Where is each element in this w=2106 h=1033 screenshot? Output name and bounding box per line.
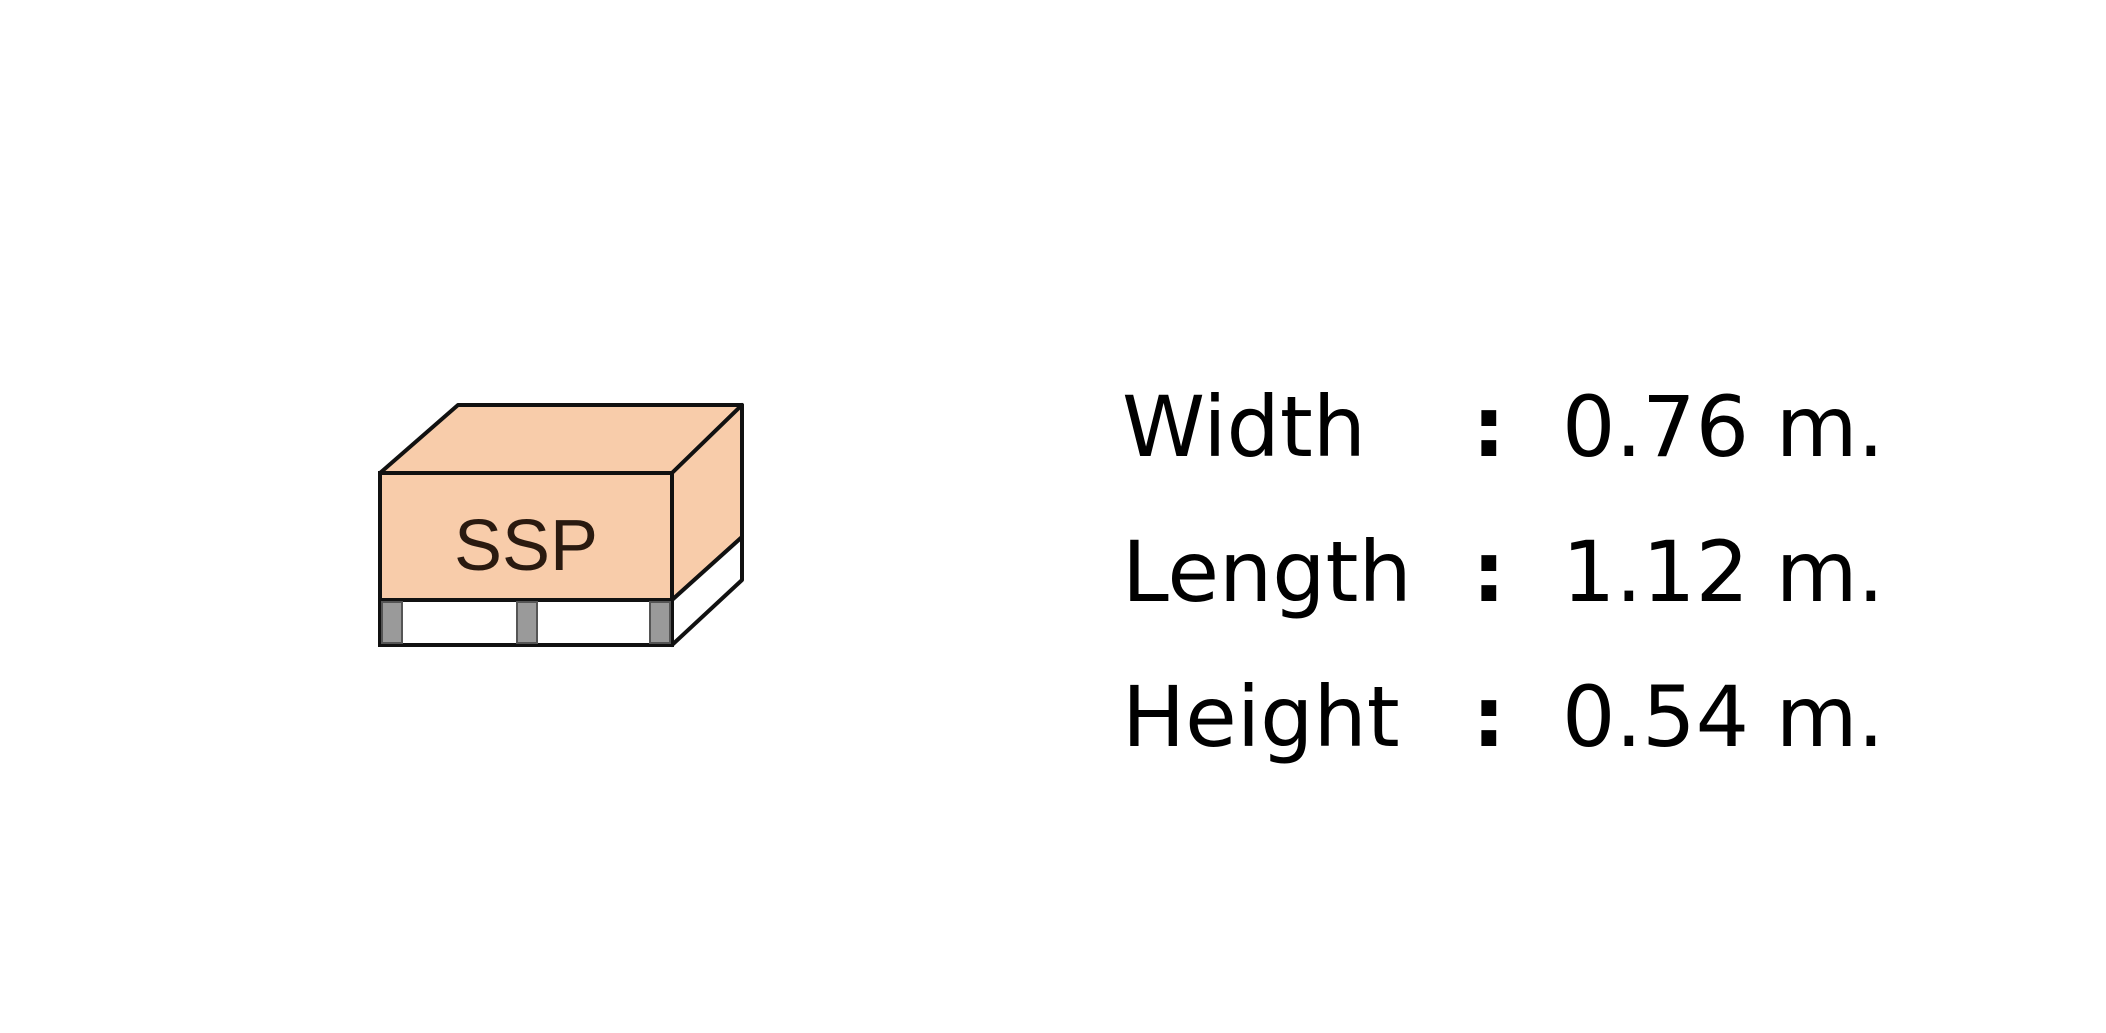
pallet-block-middle xyxy=(516,601,538,644)
width-label: Width xyxy=(1122,378,1367,476)
pallet-block-right xyxy=(649,601,671,644)
dimension-list: Width : 0.76 m. Length : 1.12 m. Height … xyxy=(1122,355,2022,790)
pallet-block-left xyxy=(381,601,403,644)
length-value: 1.12 m. xyxy=(1562,523,1885,621)
box-label: SSP xyxy=(454,506,598,586)
height-separator: : xyxy=(1472,668,1506,766)
height-label: Height xyxy=(1122,668,1400,766)
width-separator: : xyxy=(1472,378,1506,476)
dimension-row-width: Width : 0.76 m. xyxy=(1122,355,2022,500)
dimension-row-length: Length : 1.12 m. xyxy=(1122,500,2022,645)
dimension-row-height: Height : 0.54 m. xyxy=(1122,645,2022,790)
height-value: 0.54 m. xyxy=(1562,668,1885,766)
width-value: 0.76 m. xyxy=(1562,378,1885,476)
length-separator: : xyxy=(1472,523,1506,621)
pallet-box-icon: SSP xyxy=(378,403,744,647)
length-label: Length xyxy=(1122,523,1412,621)
